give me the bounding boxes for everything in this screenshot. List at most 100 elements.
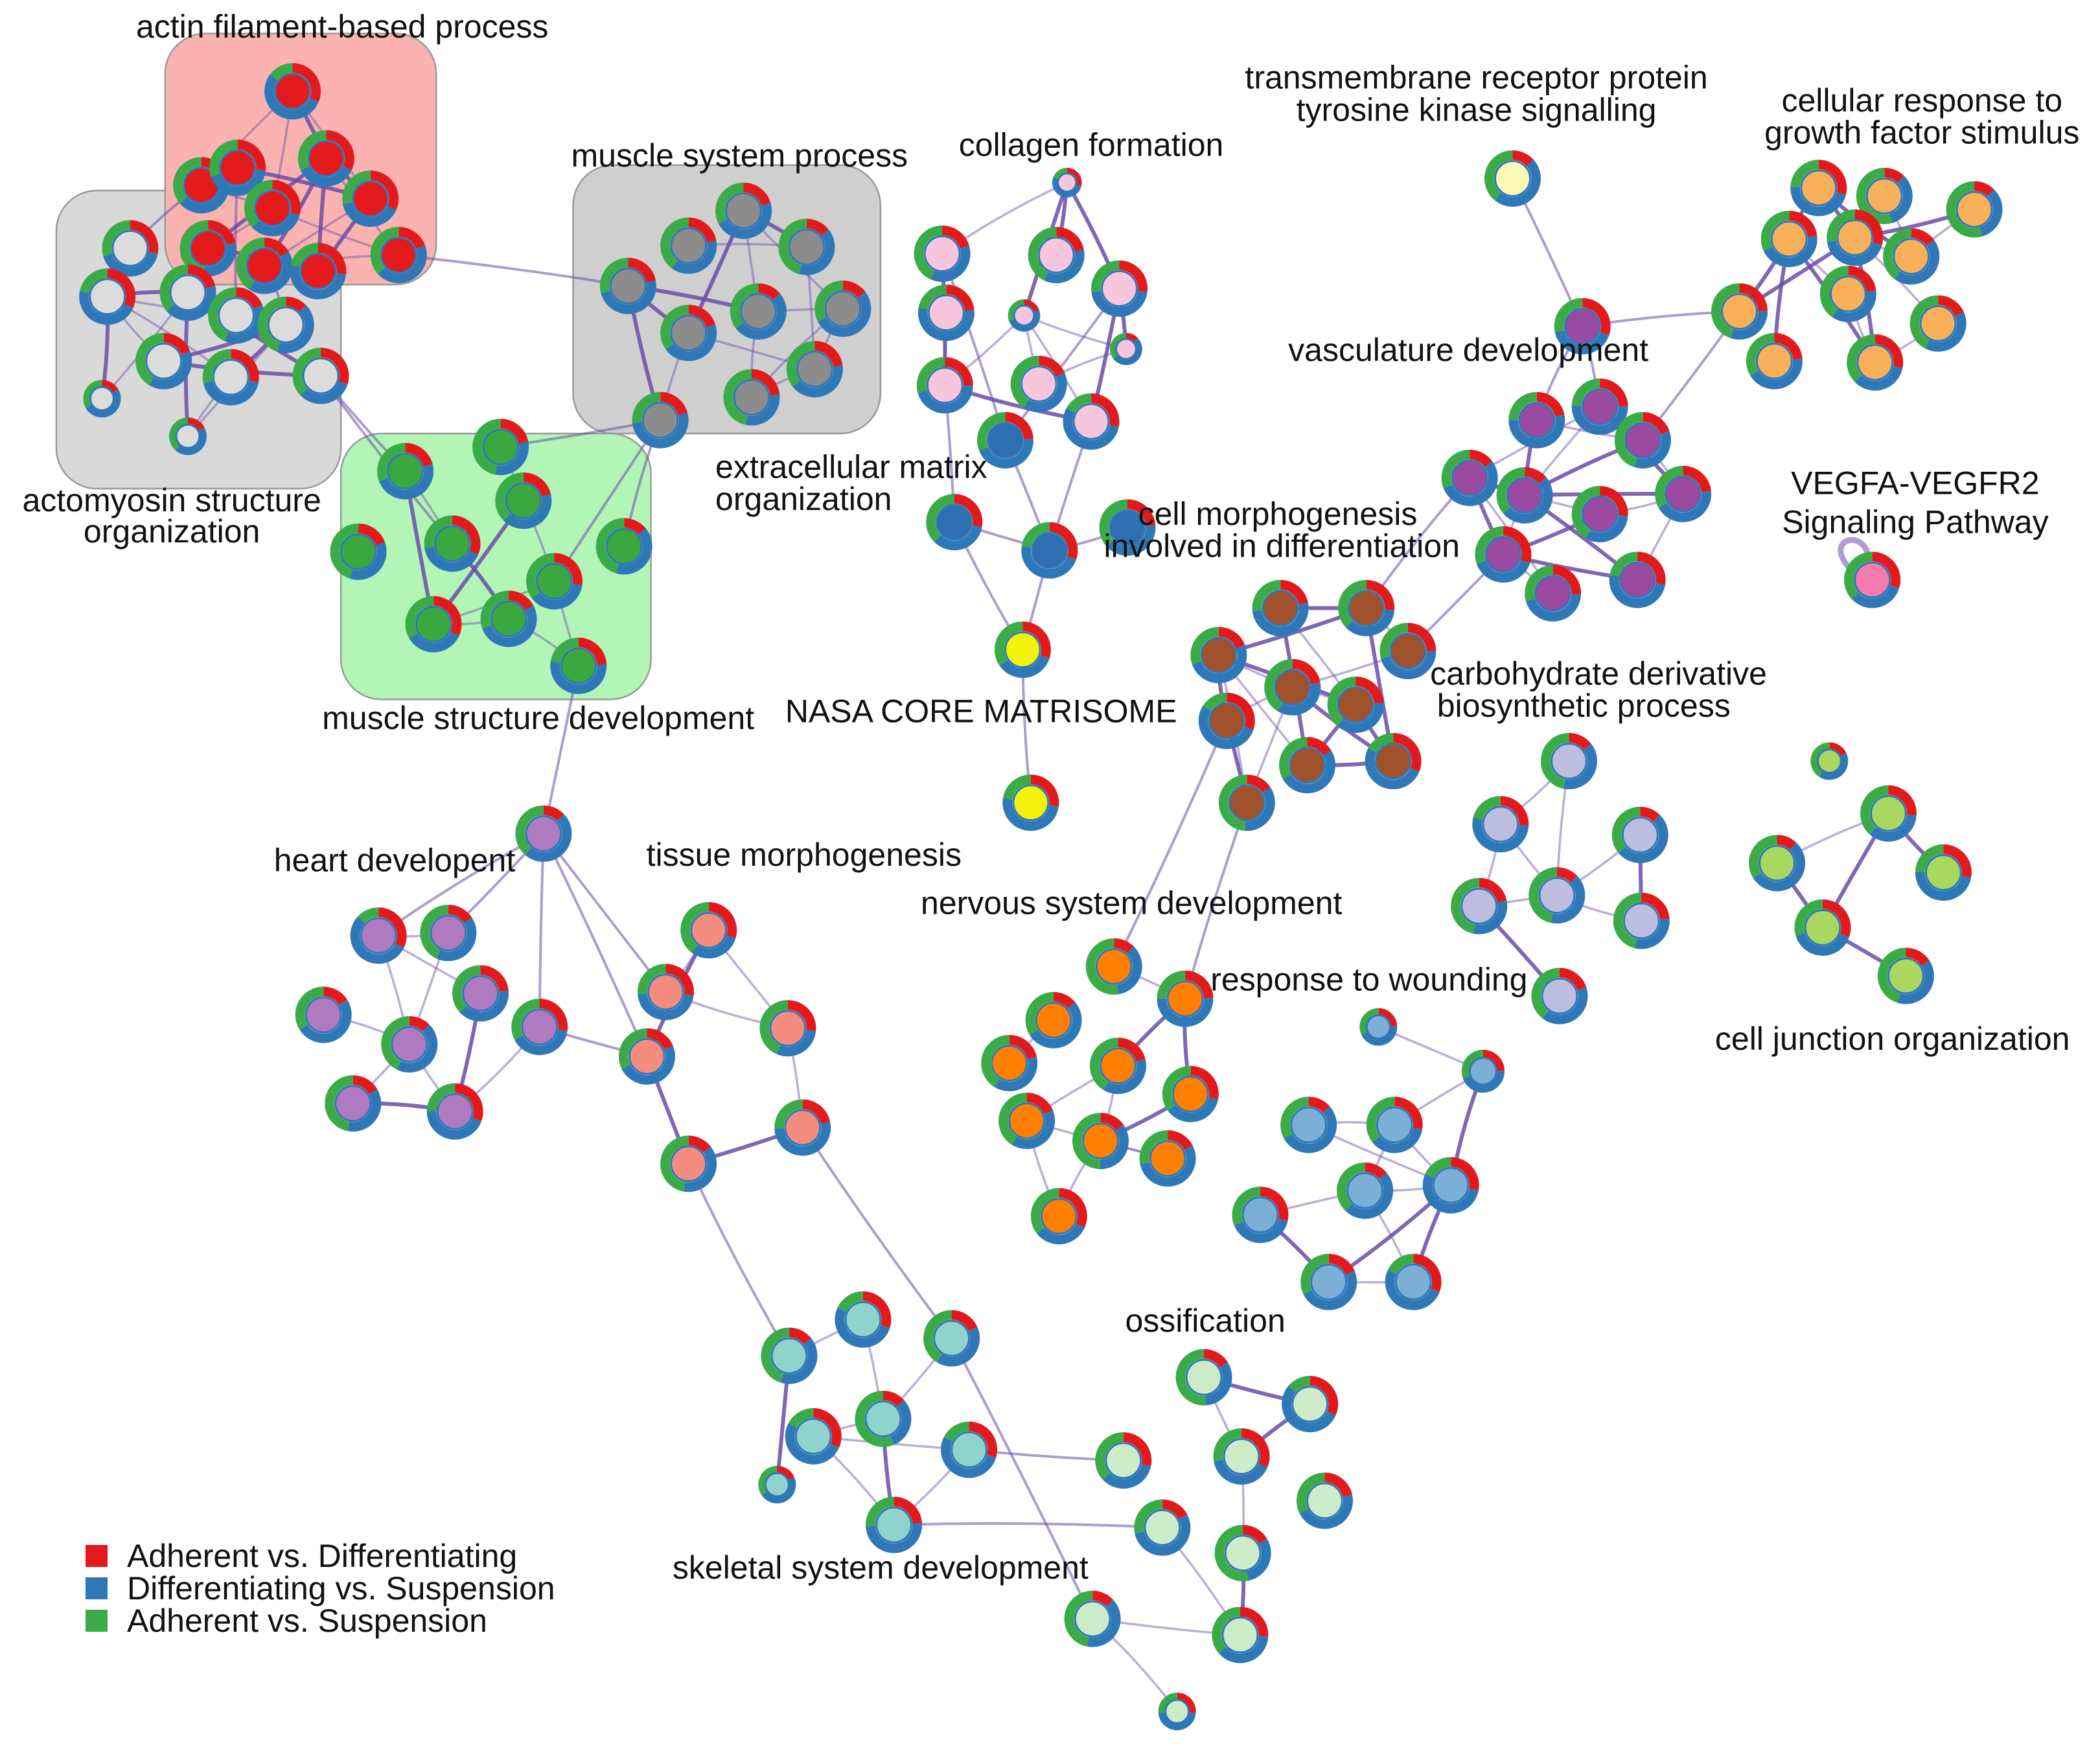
node-growth-factor [1746, 332, 1803, 389]
node-ring-segment [381, 1016, 410, 1070]
node-ring-segment [1730, 310, 1768, 340]
node-ring-segment [264, 237, 289, 257]
node-cell-junction [1749, 835, 1806, 892]
node-ring-segment [637, 964, 666, 995]
node-core [1721, 293, 1759, 330]
node-ring-segment [1087, 1599, 1121, 1647]
node-cell-morph [1327, 676, 1384, 733]
node-cell-junction [1915, 844, 1972, 901]
node-ring-segment [951, 1310, 978, 1332]
node-ring-segment [1157, 998, 1214, 1027]
node-ring-segment [508, 590, 534, 610]
node-collagen [1052, 167, 1082, 198]
node-ring-segment [1052, 177, 1081, 198]
node-actin [290, 242, 347, 299]
node-ring-segment [1113, 938, 1134, 954]
node-ring-segment [1381, 651, 1437, 680]
network-edge [892, 1522, 1164, 1529]
node-vasculature [1571, 378, 1628, 435]
node-core [690, 912, 728, 949]
node-ring-segment [1854, 365, 1903, 391]
node-cell-morph [1264, 659, 1321, 716]
node-core [1563, 307, 1601, 345]
node-ring-segment [1214, 1459, 1268, 1485]
node-ring-segment [934, 525, 982, 551]
node-ring-segment [397, 1024, 438, 1073]
node-ring-segment [1385, 1270, 1440, 1310]
node-core [1171, 1075, 1209, 1113]
node-ring-segment [472, 419, 502, 475]
node-muscle-system [632, 391, 689, 448]
node-ring-segment [1245, 787, 1275, 831]
node-core [436, 1093, 474, 1130]
node-ring-segment [295, 986, 324, 1030]
node-ring-segment [358, 907, 379, 923]
node-ring-segment [1368, 732, 1394, 753]
node-ring-segment [1212, 1606, 1241, 1654]
node-ring-segment [743, 182, 771, 206]
node-ring-segment [1637, 551, 1666, 585]
node-nervous [998, 1093, 1056, 1150]
node-ring-segment [774, 1122, 831, 1156]
node-ring-segment [671, 240, 717, 274]
node-ring-segment [80, 268, 108, 294]
node-ring-segment [1854, 209, 1884, 246]
node-ring-segment [866, 1496, 894, 1527]
node-ring-segment [1198, 706, 1254, 749]
node-core [415, 605, 452, 643]
node-ring-segment [1162, 1065, 1191, 1111]
node-muscle-structure [424, 515, 481, 572]
node-core [1800, 169, 1838, 207]
cluster-label-ecm: extracellular matrix [715, 448, 987, 485]
node-core [1035, 1001, 1072, 1039]
node-heart [452, 965, 509, 1022]
node-core [1804, 909, 1841, 946]
node-ring-segment [1242, 1525, 1267, 1544]
node-core [1306, 1482, 1343, 1520]
node-core [1337, 686, 1374, 723]
node-ring-segment [1551, 875, 1586, 924]
node-cell-morph [1252, 579, 1309, 636]
node-ring-segment [300, 381, 348, 404]
node-core [1020, 365, 1057, 402]
node-ring-segment [1324, 1472, 1352, 1498]
node-heart [325, 1075, 382, 1132]
node-ring-segment [1711, 283, 1740, 338]
node-ring-segment [1818, 159, 1847, 195]
node-vasculature [1554, 297, 1611, 354]
node-ring-segment [883, 1390, 905, 1407]
node-ring-segment [1512, 150, 1534, 167]
node-ring-segment [774, 1099, 803, 1129]
node-ring-segment [378, 245, 427, 284]
node-core [1057, 172, 1078, 193]
node-ring-segment [684, 1146, 717, 1192]
node-muscle-system [730, 283, 787, 340]
node-ring-segment [1777, 835, 1797, 850]
node-growth-factor [1946, 181, 2003, 238]
node-core [784, 1109, 822, 1146]
node-rtk [1484, 150, 1541, 207]
node-nervous [1157, 970, 1214, 1027]
node-ring-segment [1407, 623, 1437, 652]
node-growth-factor [1760, 211, 1817, 268]
node-ring-segment [994, 621, 1023, 666]
node-ring-segment [1451, 877, 1480, 934]
node-ring-segment [83, 380, 102, 408]
node-core [794, 1417, 832, 1455]
node-ossification [1175, 1349, 1232, 1406]
node-core [927, 294, 965, 332]
node-ring-segment [1483, 1049, 1505, 1071]
node-core [1221, 1616, 1259, 1654]
node-ring-segment [1860, 785, 1889, 835]
node-muscle-structure [550, 637, 607, 694]
node-ring-segment [1091, 260, 1120, 293]
node-core [725, 192, 763, 229]
node-core [1031, 531, 1068, 569]
node-ring-segment [1883, 228, 1912, 279]
node-wounding [1280, 1096, 1337, 1154]
node-ring-segment [1525, 594, 1582, 622]
cluster-label-ossification: ossification [1125, 1303, 1285, 1339]
node-ring-segment [798, 229, 835, 275]
node-ring-segment [1582, 297, 1611, 336]
node-ring-segment [130, 220, 159, 254]
